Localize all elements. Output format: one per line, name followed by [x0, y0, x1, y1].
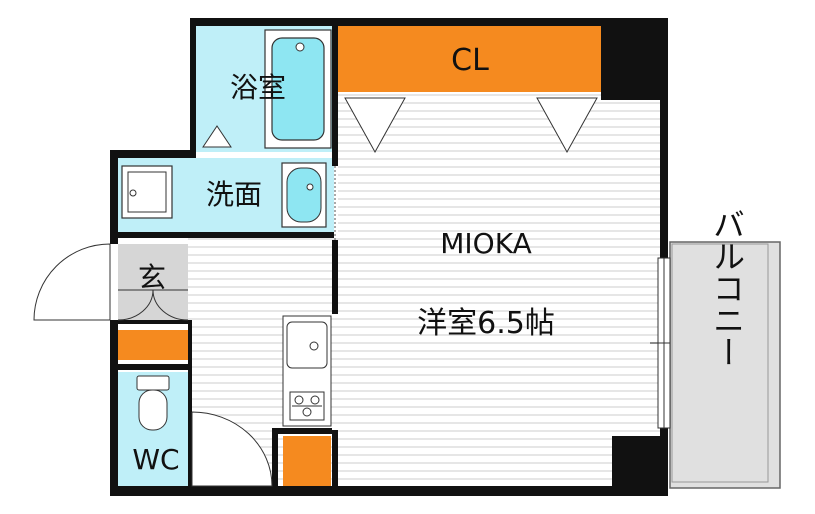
entrance-inner-door — [117, 289, 189, 321]
main-room-floor — [338, 93, 660, 486]
stove-burners — [292, 395, 322, 417]
kitchen-sink — [286, 321, 328, 369]
entrance-floor — [118, 244, 188, 320]
walls — [110, 18, 668, 496]
bathtub-drain — [295, 42, 305, 52]
shoe-storage — [118, 330, 188, 360]
entrance-door — [33, 243, 111, 321]
balcony — [669, 241, 781, 489]
label-washroom: 洗面 — [206, 178, 262, 211]
kitchen-sink-drain — [309, 341, 319, 351]
sink-drain — [306, 183, 314, 191]
toilet-tank — [136, 375, 170, 391]
closet-door-left — [344, 97, 406, 154]
closet-door-right — [536, 97, 598, 154]
label-main-name: MIOKA — [440, 227, 531, 260]
bath-door-triangle — [202, 125, 232, 148]
label-toilet: WC — [132, 443, 179, 476]
label-closet: CL — [451, 43, 489, 78]
closet — [338, 26, 601, 92]
toilet-door — [191, 411, 273, 487]
toilet-bowl — [138, 389, 168, 431]
sink-basin — [286, 167, 322, 223]
label-bath: 浴室 — [230, 71, 286, 104]
washer-drain — [129, 189, 137, 197]
balcony-inner — [671, 243, 769, 483]
label-main-room: 洋室6.5帖 — [417, 306, 555, 341]
label-balcony: バルコニー — [708, 208, 746, 368]
bathtub-basin — [271, 37, 325, 141]
fridge-space — [283, 436, 331, 486]
label-entrance: 玄 — [138, 261, 166, 294]
